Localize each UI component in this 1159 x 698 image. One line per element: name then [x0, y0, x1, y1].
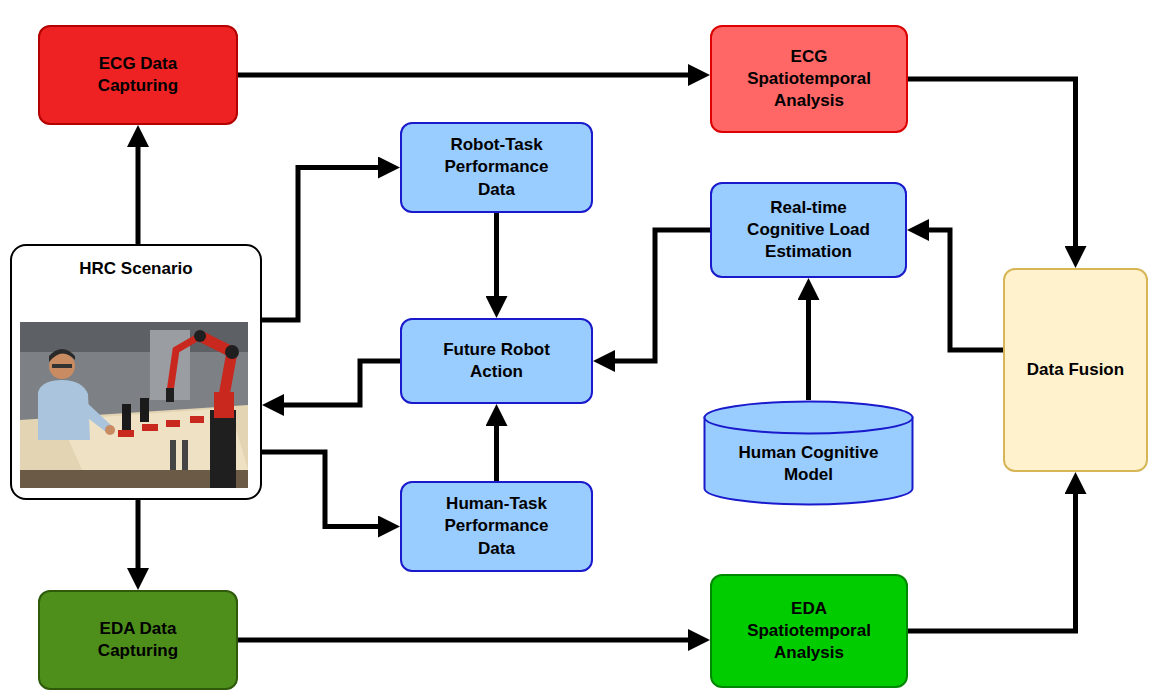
analysis-box: EDA Spatiotemporal Analysis: [710, 574, 908, 688]
database-cylinder: Human Cognitive Model: [703, 400, 914, 506]
process-box: Human-Task Performance Data: [400, 481, 593, 572]
flow-arrow: [494, 416, 499, 481]
flow-arrow: [238, 73, 698, 78]
analysis-box: ECG Spatiotemporal Analysis: [710, 25, 908, 133]
process-box: Real-time Cognitive Load Estimation: [710, 182, 907, 278]
flow-arrow: [262, 452, 388, 527]
cylinder-top: [705, 402, 913, 434]
node-label: Future Robot Action: [434, 339, 559, 383]
flow-arrow: [806, 290, 811, 400]
capture-box: EDA Data Capturing: [38, 590, 238, 690]
scenario-ground: [12, 246, 260, 498]
flow-arrow: [136, 500, 141, 578]
flow-arrow: [605, 230, 710, 361]
node-label: Human Cognitive Model: [734, 442, 884, 486]
node-label: Human-Task Performance Data: [437, 493, 557, 559]
flow-arrow: [262, 168, 388, 321]
flow-arrow: [274, 361, 400, 405]
photo-scene: [20, 322, 248, 488]
node-label: ECG Spatiotemporal Analysis: [729, 46, 889, 112]
scenario-box: HRC Scenario: [10, 244, 262, 500]
node-label: HRC Scenario: [79, 258, 192, 280]
flow-arrow: [494, 213, 499, 306]
process-box: Robot-Task Performance Data: [400, 122, 593, 213]
flow-arrow: [908, 484, 1076, 631]
process-box: Future Robot Action: [400, 318, 593, 404]
node-label: EDA Spatiotemporal Analysis: [729, 598, 889, 664]
flow-arrow: [238, 638, 698, 643]
node-label: EDA Data Capturing: [78, 618, 198, 662]
node-label: Real-time Cognitive Load Estimation: [739, 197, 879, 263]
node-label: ECG Data Capturing: [78, 53, 198, 97]
capture-box: ECG Data Capturing: [38, 25, 238, 125]
node-label: Robot-Task Performance Data: [437, 134, 557, 200]
node-label: Data Fusion: [1027, 359, 1124, 381]
flow-arrow: [919, 230, 1003, 350]
fusion-box: Data Fusion: [1003, 268, 1148, 472]
flow-arrow: [136, 137, 141, 244]
